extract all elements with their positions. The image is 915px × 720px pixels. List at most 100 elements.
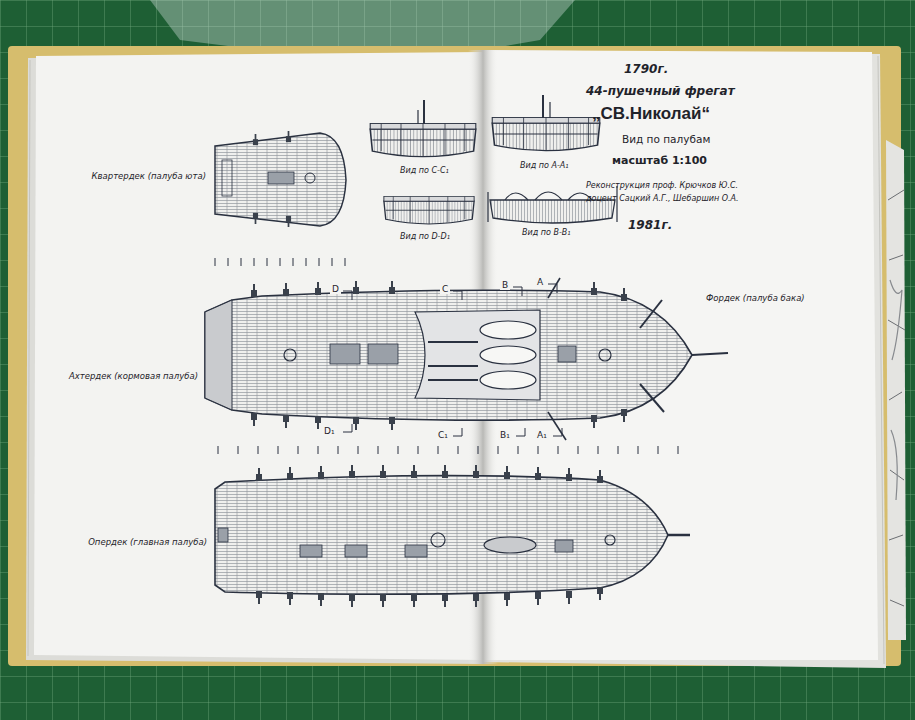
upper-deck-plan: [692, 353, 728, 355]
gun-deck-plan: [668, 534, 690, 537]
gun-deck-plan: [287, 467, 293, 480]
gun-deck-plan: [380, 594, 386, 607]
upper-deck-plan: [621, 288, 627, 301]
upper-deck-plan: [591, 415, 597, 428]
section-views: [384, 197, 474, 224]
next-page-illustration: [888, 190, 905, 606]
upper-deck-plan: [389, 281, 395, 294]
gun-deck-plan: [215, 465, 690, 607]
ship-title: „СВ.Николай“: [590, 104, 712, 124]
upper-deck-plan: [640, 300, 662, 328]
book: [28, 60, 30, 656]
gun-deck-plan: [535, 592, 541, 605]
section-views: [370, 124, 476, 157]
section-marker: [343, 284, 562, 436]
section-views: [417, 110, 418, 124]
upper-deck-plan: [284, 349, 296, 361]
gun-deck-plan: [605, 535, 615, 545]
gun-deck-plan: [504, 593, 510, 606]
upper-deck-plan: [315, 282, 321, 295]
section-views: [370, 95, 617, 224]
section-marker: [453, 291, 462, 300]
gun-deck-plan: [215, 475, 668, 594]
section-views: [492, 118, 600, 151]
credit-line: Реконструкция проф. Крючков Ю.С.: [584, 181, 740, 190]
upper-deck-plan: [591, 282, 597, 295]
upper-deck-plan: [621, 409, 627, 422]
upper-deck-plan: [205, 290, 692, 420]
gun-deck-plan: [442, 465, 448, 478]
quarterdeck-plan: [253, 213, 258, 224]
gun-deck-plan: [300, 545, 322, 557]
section-views: [549, 102, 550, 118]
quarterdeck-plan: [268, 172, 294, 184]
section-views: [423, 100, 425, 124]
quarterdeck-plan: [286, 131, 291, 142]
gun-deck-plan: [442, 594, 448, 607]
upper-deck-plan: [480, 371, 536, 389]
gun-deck-plan: [566, 591, 572, 604]
section-marker: [513, 287, 522, 296]
deck-name: Ахтердек (кормовая палуба): [67, 372, 200, 382]
section-marker: [343, 291, 352, 300]
gun-deck-plan: [597, 587, 603, 600]
upper-deck-plan: [548, 412, 566, 440]
section-letter: A: [535, 277, 545, 287]
upper-deck-plan: [428, 342, 478, 380]
gun-deck-plan: [318, 593, 324, 606]
section-views: [487, 192, 488, 222]
upper-deck-plan: [599, 349, 611, 361]
upper-deck-plan: [558, 346, 576, 362]
gun-deck-plan: [218, 528, 228, 542]
gun-deck-plan: [535, 467, 541, 480]
section-views: [616, 186, 617, 222]
section-view-label: Вид по А-А₁: [518, 161, 570, 170]
upper-deck-plan: [415, 310, 540, 400]
upper-deck-plan: [353, 281, 359, 294]
section-views: [505, 192, 592, 200]
gun-deck-plan: [411, 465, 417, 478]
frame-scale: [218, 446, 678, 454]
section-view-label: Вид по С-С₁: [398, 166, 451, 175]
book: [878, 56, 884, 664]
book: [8, 46, 901, 668]
gun-deck-plan: [504, 466, 510, 479]
scale-label: масштаб 1:100: [610, 155, 709, 168]
section-marker: [516, 428, 525, 436]
subtitle: 44-пушечный фрегат: [584, 85, 737, 99]
section-marker: [453, 428, 462, 436]
upper-deck-plan: [205, 278, 728, 440]
section-marker: [548, 284, 557, 293]
quarterdeck-plan: [286, 216, 291, 227]
section-letter: D₁: [322, 426, 337, 436]
section-marker: [343, 424, 352, 432]
upper-deck-plan: [251, 413, 257, 426]
upper-deck-plan: [353, 417, 359, 430]
section-letter: C₁: [436, 430, 450, 440]
upper-deck-plan: [315, 416, 321, 429]
gun-deck-plan: [484, 537, 536, 553]
quarterdeck-plan: [215, 131, 346, 227]
gun-deck-plan: [349, 594, 355, 607]
deck-name: Опердек (главная палуба): [86, 538, 209, 548]
quarterdeck-plan: [222, 160, 232, 196]
upper-deck-plan: [640, 384, 664, 412]
quarterdeck-plan: [253, 134, 258, 145]
gun-deck-plan: [597, 470, 603, 483]
upper-deck-plan: [251, 284, 257, 297]
upper-deck-plan: [480, 321, 536, 339]
gun-deck-plan: [349, 465, 355, 478]
gun-deck-plan: [256, 468, 262, 481]
section-views: [490, 200, 615, 223]
gun-deck-plan: [555, 540, 573, 552]
gun-deck-plan: [256, 591, 262, 604]
section-letter: C: [440, 284, 450, 294]
section-letter: B: [500, 280, 510, 290]
upper-deck-plan: [548, 278, 560, 298]
gun-deck-plan: [411, 594, 417, 607]
view-label: Вид по палубам: [620, 133, 712, 145]
section-letter: D: [330, 284, 341, 294]
